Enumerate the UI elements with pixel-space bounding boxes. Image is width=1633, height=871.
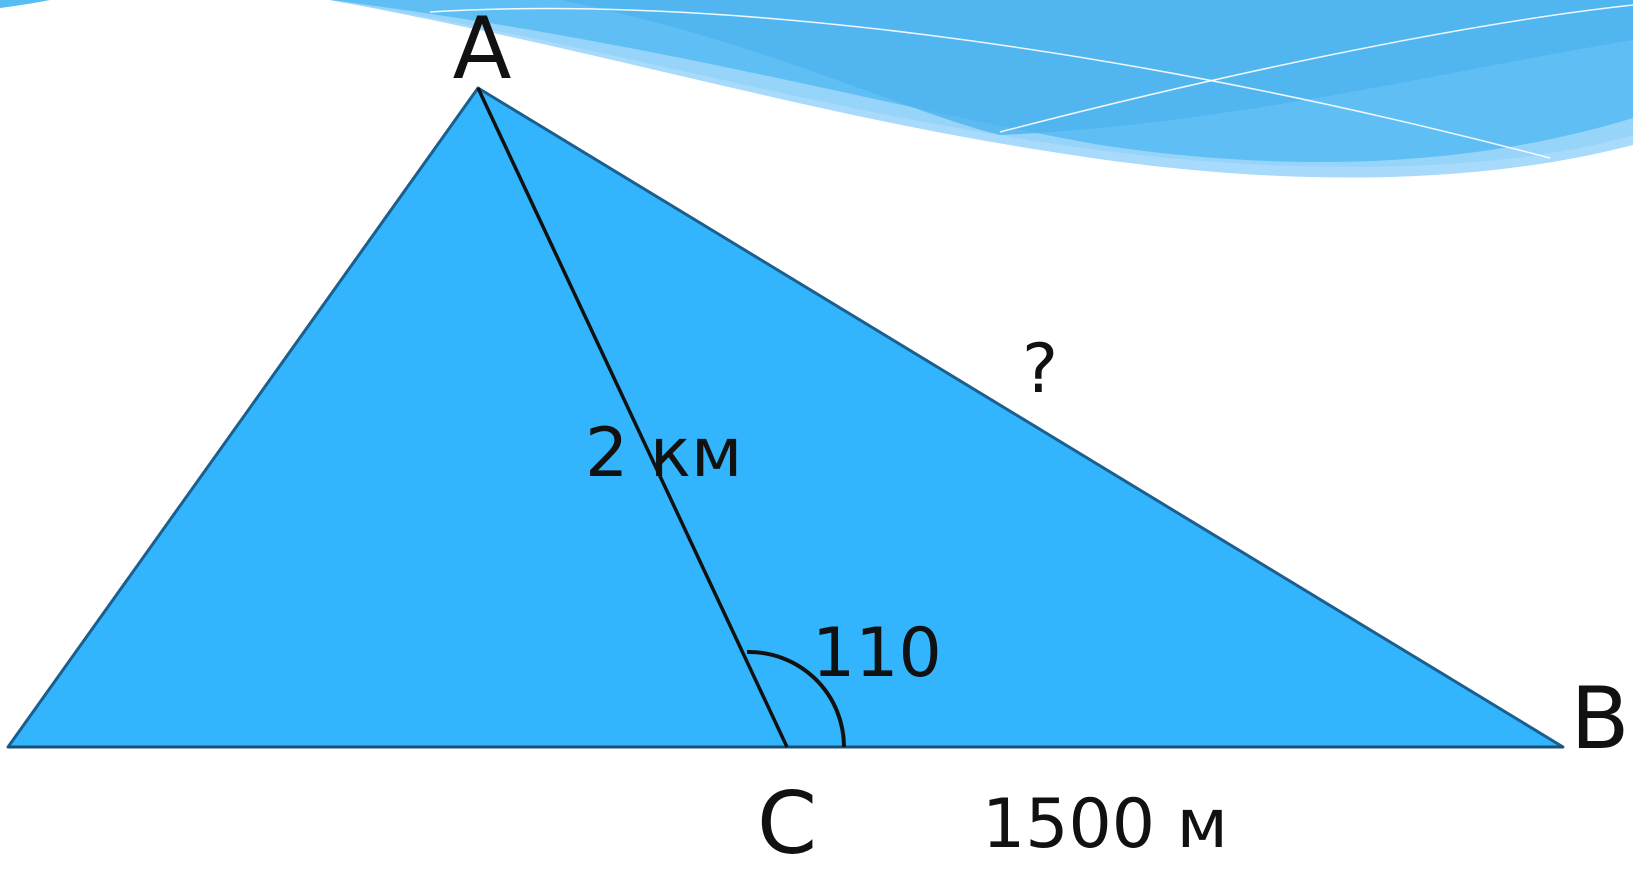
swoosh-corner-left <box>0 0 50 8</box>
side-cb-length-label: 1500 м <box>982 785 1228 864</box>
angle-c-value-label: 110 <box>812 614 942 693</box>
triangle-abc <box>6 86 1565 749</box>
angle-c-arc <box>746 649 846 748</box>
header-swoosh-decoration <box>0 0 1633 178</box>
swoosh-band-mid <box>560 0 1633 135</box>
vertex-label-c: C <box>757 774 817 871</box>
side-ac-length-label: 2 км <box>585 414 742 493</box>
swoosh-line-2 <box>429 7 1551 159</box>
vertex-label-b: B <box>1571 669 1630 769</box>
side-ab-unknown-label: ? <box>1022 330 1058 409</box>
segment-ac <box>476 87 789 748</box>
swoosh-band-light <box>330 0 1633 178</box>
swoosh-line-1 <box>999 4 1633 133</box>
vertex-label-a: A <box>453 0 512 99</box>
